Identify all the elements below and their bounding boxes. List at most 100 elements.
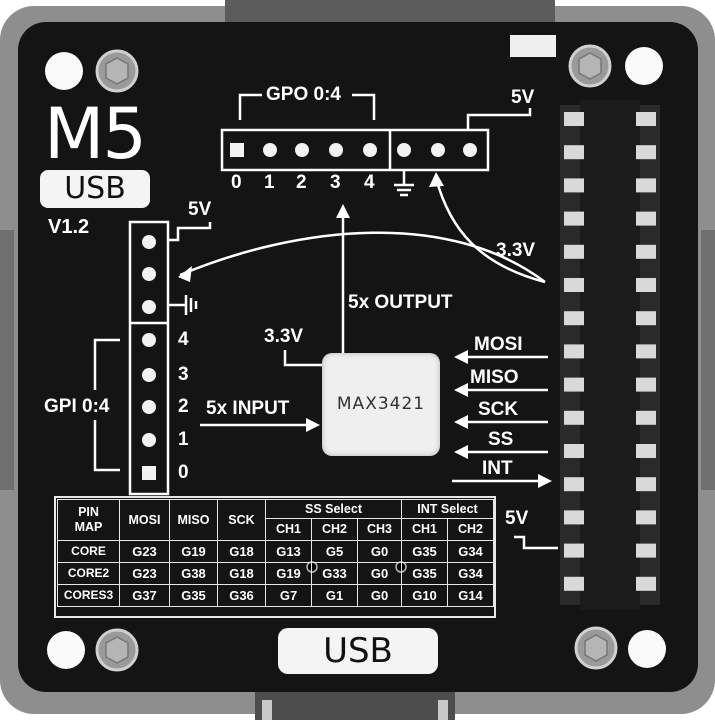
gpi-bracket-bottom bbox=[93, 420, 120, 472]
gpo-pin bbox=[463, 143, 477, 157]
header-pin bbox=[636, 112, 656, 126]
bottom-connector-pin-left bbox=[262, 700, 272, 720]
gpi-label: GPI 0:4 bbox=[44, 396, 110, 417]
header-pin bbox=[564, 211, 584, 226]
header-pin bbox=[564, 344, 584, 359]
gpo-pin bbox=[397, 143, 411, 157]
col-header: CH2 bbox=[447, 518, 494, 541]
hole-bottom-left bbox=[47, 631, 85, 669]
header-pin bbox=[564, 178, 584, 193]
pin-map-cell: G34 bbox=[447, 540, 494, 563]
bottom-connector-pin-right bbox=[438, 700, 448, 720]
pin-map-cell: G35 bbox=[401, 562, 448, 585]
signal-lines bbox=[452, 355, 548, 483]
pin-map-cell: G14 bbox=[447, 584, 494, 607]
pin-map-row-name: CORE2 bbox=[57, 562, 120, 585]
v5-left-line bbox=[168, 222, 212, 242]
hole-top-right bbox=[625, 47, 663, 85]
usb-bottom-badge: USB bbox=[278, 628, 438, 674]
screw-icon bbox=[95, 49, 139, 93]
gpi-bracket bbox=[93, 338, 120, 390]
header-pin bbox=[564, 444, 584, 458]
v5-right-label: 5V bbox=[505, 508, 529, 529]
smd-component bbox=[510, 35, 556, 57]
pin-map-cell: G18 bbox=[217, 540, 266, 563]
col-header: MOSI bbox=[119, 499, 170, 541]
gpi-pin-number: 3 bbox=[178, 364, 189, 385]
header-pin bbox=[564, 278, 584, 292]
col-header: SCK bbox=[217, 499, 266, 541]
v5-right-line bbox=[514, 535, 558, 550]
ground-icon bbox=[394, 170, 414, 197]
pin-map-title-line2: MAP bbox=[74, 520, 103, 534]
gpi-pin-number: 0 bbox=[178, 462, 189, 483]
col-header: CH2 bbox=[311, 518, 358, 541]
pin-map-cell: G19 bbox=[169, 540, 218, 563]
max3421-chip: MAX3421 bbox=[322, 353, 440, 456]
header-pin bbox=[564, 311, 584, 326]
signal-label-ss: SS bbox=[488, 429, 514, 450]
header-pin bbox=[636, 576, 656, 591]
header-pin bbox=[636, 477, 656, 492]
pin-map-cell: G0 bbox=[357, 584, 402, 607]
gpo-pin-row bbox=[230, 143, 477, 157]
gpo-pin bbox=[230, 143, 244, 157]
screws bbox=[95, 44, 618, 672]
gpi-pin bbox=[142, 368, 156, 382]
gpi-pin-number: 1 bbox=[178, 429, 189, 450]
arrow-icon bbox=[454, 445, 468, 459]
header-pin bbox=[636, 244, 656, 259]
v5-top-label: 5V bbox=[511, 87, 535, 108]
pin-map-group-row: PIN MAP MOSI MISO SCK SS Select INT Sele… bbox=[57, 499, 494, 541]
header-pin bbox=[564, 244, 584, 259]
pin-map-title-line1: PIN bbox=[78, 505, 99, 519]
pin-map-cell: G38 bbox=[169, 562, 218, 585]
signal-label-sck: SCK bbox=[478, 399, 519, 420]
pin-map-table: PIN MAP MOSI MISO SCK SS Select INT Sele… bbox=[57, 499, 494, 607]
pin-map-cell: G7 bbox=[265, 584, 312, 607]
signal-label-int: INT bbox=[482, 458, 513, 479]
arrow-icon bbox=[336, 204, 350, 218]
header-pin bbox=[564, 510, 584, 525]
arrow-icon bbox=[454, 415, 468, 429]
int-select-header: INT Select bbox=[401, 499, 494, 519]
gpi-header-outline bbox=[128, 220, 170, 496]
header-pins bbox=[564, 112, 656, 591]
gpi-pin bbox=[142, 267, 156, 281]
signal-arrows bbox=[454, 350, 552, 488]
input-label: 5x INPUT bbox=[206, 398, 290, 419]
v33-right-label: 3.3V bbox=[496, 240, 536, 261]
pin-map-cell: G18 bbox=[217, 562, 266, 585]
v5-left-label: 5V bbox=[188, 199, 212, 220]
ss-select-header: SS Select bbox=[265, 499, 402, 519]
gpo-pin bbox=[363, 143, 377, 157]
header-pin bbox=[636, 543, 656, 558]
pin-map-cell: G35 bbox=[401, 540, 448, 563]
pin-map-cell: G13 bbox=[265, 540, 312, 563]
screw-icon bbox=[95, 628, 139, 672]
header-pin bbox=[636, 444, 656, 458]
pin-map-frame bbox=[54, 496, 496, 618]
gpo-pin bbox=[431, 143, 445, 157]
case-edge-right bbox=[701, 230, 715, 490]
arrow-icon bbox=[306, 418, 320, 432]
gpi-pin bbox=[142, 300, 156, 314]
gpo-pin-number: 0 bbox=[231, 172, 242, 193]
pin-map-cell: G37 bbox=[119, 584, 170, 607]
screw-icon bbox=[568, 44, 612, 88]
header-pin bbox=[636, 410, 656, 425]
col-header: MISO bbox=[169, 499, 218, 541]
screw-icon bbox=[574, 626, 618, 670]
arrow-icon bbox=[429, 172, 444, 187]
signal-label-mosi: MOSI bbox=[474, 334, 523, 355]
arrow-icon bbox=[178, 266, 192, 282]
signal-label-miso: MISO bbox=[470, 367, 519, 388]
header-pin bbox=[564, 410, 584, 425]
chip-label: MAX3421 bbox=[336, 394, 426, 414]
usb-badge: USB bbox=[40, 170, 150, 208]
gpo-pin-number: 3 bbox=[330, 172, 341, 193]
case-edge-left bbox=[0, 230, 14, 490]
pin-map-cell: G23 bbox=[119, 540, 170, 563]
